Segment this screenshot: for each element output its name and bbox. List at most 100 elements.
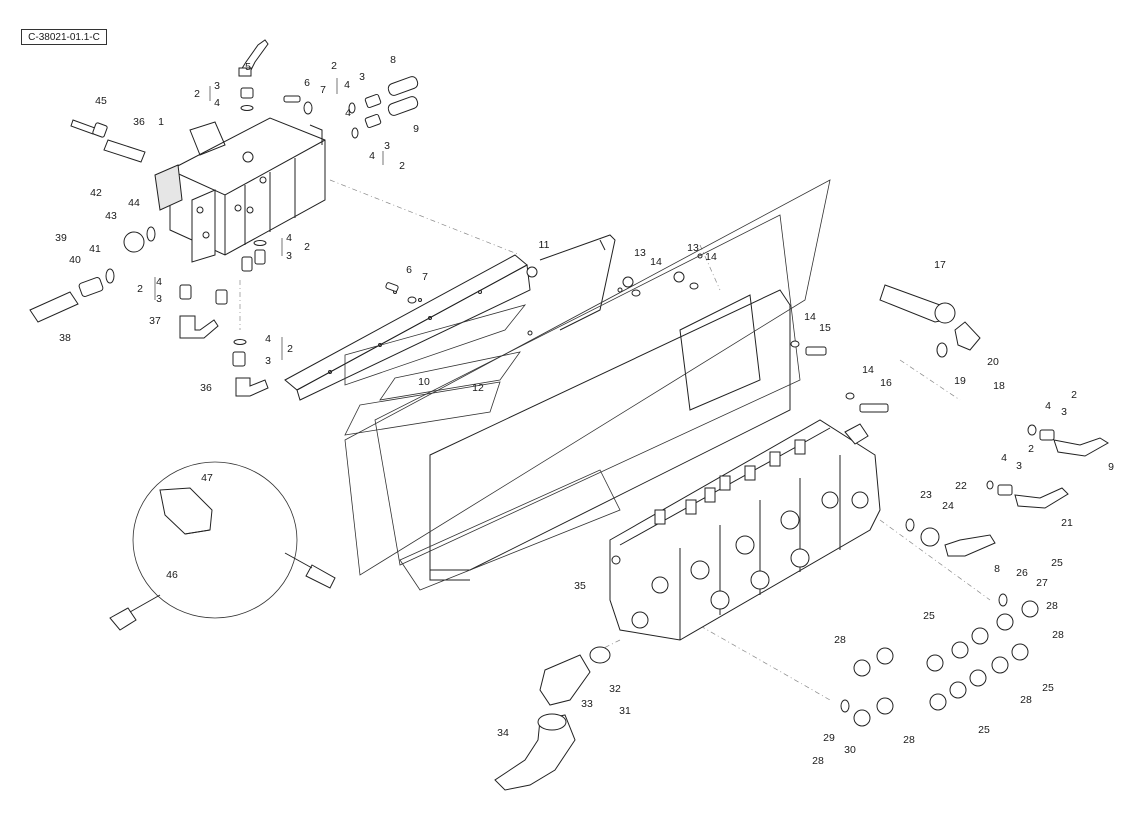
part-ref: 13 <box>687 241 699 254</box>
part-ref: 28 <box>1020 693 1032 706</box>
part-ref: 4 <box>156 275 162 288</box>
part-ref: 2 <box>331 59 337 72</box>
drawing-code-label: C-38021-01.1-C <box>21 29 107 45</box>
part-ref: 46 <box>166 568 178 581</box>
part-ref: 43 <box>105 209 117 222</box>
part-ref: 10 <box>418 375 430 388</box>
part-ref: 30 <box>844 743 856 756</box>
part-ref: 4 <box>1001 451 1007 464</box>
part-ref: 2 <box>399 159 405 172</box>
main-control-valve <box>609 419 881 641</box>
part-ref: 8 <box>390 53 396 66</box>
plug-fittings <box>840 593 1039 727</box>
part-ref: 4 <box>344 78 350 91</box>
part-ref: 3 <box>359 70 365 83</box>
part-ref: 22 <box>955 479 967 492</box>
part-ref: 3 <box>1016 459 1022 472</box>
leader-lines <box>239 179 991 701</box>
part-ref: 26 <box>1016 566 1028 579</box>
part-ref: 25 <box>1051 556 1063 569</box>
part-ref: 3 <box>214 79 220 92</box>
part-ref: 4 <box>345 106 351 119</box>
part-ref: 11 <box>538 238 550 251</box>
middle-fittings <box>179 240 269 397</box>
part-ref: 9 <box>413 122 419 135</box>
part-ref: 45 <box>95 94 107 107</box>
part-ref: 2 <box>1028 442 1034 455</box>
part-ref: 14 <box>862 363 874 376</box>
part-ref: 25 <box>978 723 990 736</box>
part-ref: 3 <box>384 139 390 152</box>
part-ref: 34 <box>497 726 509 739</box>
part-ref: 17 <box>934 258 946 271</box>
part-ref: 2 <box>304 240 310 253</box>
part-ref: 28 <box>1052 628 1064 641</box>
bottom-elbow-hose <box>494 646 611 791</box>
part-ref: 19 <box>954 374 966 387</box>
part-ref: 5 <box>245 60 251 73</box>
part-ref: 2 <box>287 342 293 355</box>
part-ref: 3 <box>265 354 271 367</box>
part-ref: 2 <box>137 282 143 295</box>
part-ref: 28 <box>903 733 915 746</box>
part-ref: 6 <box>406 263 412 276</box>
part-ref: 31 <box>619 704 631 717</box>
part-ref: 36 <box>200 381 212 394</box>
part-ref: 47 <box>201 471 213 484</box>
part-ref: 28 <box>812 754 824 767</box>
part-ref: 28 <box>1046 599 1058 612</box>
part-ref: 4 <box>369 149 375 162</box>
part-ref: 27 <box>1036 576 1048 589</box>
part-ref: 3 <box>286 249 292 262</box>
part-ref: 4 <box>265 332 271 345</box>
part-ref: 14 <box>804 310 816 323</box>
part-ref: 14 <box>650 255 662 268</box>
part-ref: 25 <box>1042 681 1054 694</box>
top-fittings <box>238 39 419 139</box>
ref-brackets <box>154 78 384 360</box>
part-ref: 20 <box>987 355 999 368</box>
left-fittings <box>29 119 156 323</box>
pilot-valve-block <box>154 117 326 263</box>
mounting-plate <box>284 254 531 401</box>
part-ref: 40 <box>69 253 81 266</box>
part-ref: 32 <box>609 682 621 695</box>
valve-pilot-caps <box>654 439 806 525</box>
part-ref: 14 <box>705 250 717 263</box>
part-ref: 4 <box>1045 399 1051 412</box>
part-ref: 12 <box>472 381 484 394</box>
part-ref: 39 <box>55 231 67 244</box>
part-ref: 29 <box>823 731 835 744</box>
part-ref: 6 <box>304 76 310 89</box>
part-ref: 1 <box>158 115 164 128</box>
part-ref: 42 <box>90 186 102 199</box>
part-ref: 24 <box>942 499 954 512</box>
part-ref: 9 <box>1108 460 1114 473</box>
part-ref: 13 <box>634 246 646 259</box>
part-ref: 36 <box>133 115 145 128</box>
part-ref: 38 <box>59 331 71 344</box>
part-ref: 7 <box>422 270 428 283</box>
part-ref: 15 <box>819 321 831 334</box>
part-ref: 21 <box>1061 516 1073 529</box>
mounting-bracket <box>344 179 889 591</box>
part-ref: 7 <box>320 83 326 96</box>
part-ref: 35 <box>574 579 586 592</box>
switch-and-sensor <box>109 461 336 631</box>
part-ref: 3 <box>1061 405 1067 418</box>
part-ref: 2 <box>194 87 200 100</box>
part-ref: 37 <box>149 314 161 327</box>
part-ref: 8 <box>994 562 1000 575</box>
part-ref: 25 <box>923 609 935 622</box>
part-ref: 44 <box>128 196 140 209</box>
part-ref: 28 <box>834 633 846 646</box>
right-hoses <box>879 284 1109 557</box>
part-ref: 2 <box>1071 388 1077 401</box>
part-ref: 4 <box>214 96 220 109</box>
part-ref: 23 <box>920 488 932 501</box>
part-ref: 18 <box>993 379 1005 392</box>
part-ref: 4 <box>286 231 292 244</box>
part-ref: 16 <box>880 376 892 389</box>
